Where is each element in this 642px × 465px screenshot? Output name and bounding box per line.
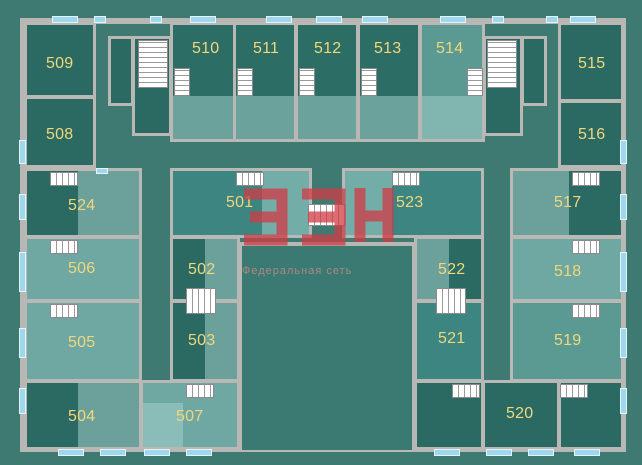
window (19, 252, 26, 292)
window (94, 16, 106, 23)
window (620, 252, 627, 292)
stair-right (487, 40, 517, 88)
window (546, 16, 558, 23)
balcony-shade-514 (422, 96, 482, 139)
stair-505 (50, 304, 78, 318)
stair-507 (186, 384, 214, 398)
balcony-shade-511 (236, 96, 294, 139)
stair-517 (572, 172, 600, 186)
room-label-518: 518 (554, 263, 582, 280)
stair-520b (560, 384, 588, 398)
stair-512 (299, 68, 315, 96)
window (528, 449, 554, 456)
window (186, 449, 212, 456)
window (96, 168, 108, 174)
stair-519 (572, 304, 600, 318)
window (150, 16, 162, 23)
window (620, 140, 627, 164)
room-label-502: 502 (188, 261, 216, 278)
outer-wall-left (20, 18, 26, 452)
room-label-506: 506 (68, 260, 96, 277)
room-label-505: 505 (68, 334, 96, 351)
courtyard (240, 244, 414, 450)
window (620, 194, 627, 220)
window (190, 16, 216, 23)
room-518[interactable] (510, 236, 624, 302)
window (620, 388, 627, 414)
room-label-503: 503 (188, 332, 216, 349)
room-label-517: 517 (554, 194, 582, 211)
room-label-523: 523 (396, 194, 424, 211)
stair-511 (237, 68, 253, 96)
window (52, 16, 78, 23)
window (486, 449, 512, 456)
window (492, 16, 504, 23)
room-label-509: 509 (46, 55, 74, 72)
window (362, 16, 388, 23)
stair-501 (236, 172, 264, 186)
stair-510 (174, 68, 190, 96)
courtyard-wall-right (412, 244, 416, 450)
window (440, 16, 466, 23)
stair-514 (467, 68, 483, 96)
lift-right (521, 36, 547, 106)
balcony-shade-513 (360, 96, 418, 139)
room-516[interactable] (558, 100, 624, 168)
window (58, 449, 84, 456)
room-label-510: 510 (192, 40, 220, 57)
room-label-521: 521 (438, 330, 466, 347)
lift-left (108, 36, 134, 106)
stair-left (138, 40, 168, 88)
room-label-519: 519 (554, 332, 582, 349)
stair-523 (392, 172, 420, 186)
window (100, 449, 126, 456)
room-label-520: 520 (506, 405, 534, 422)
balcony-shade-524 (78, 171, 139, 235)
room-label-511: 511 (253, 40, 280, 57)
stair-513 (361, 68, 377, 96)
window (266, 16, 292, 23)
watermark-logo (236, 186, 396, 248)
balcony-shade-517 (513, 171, 569, 235)
window (316, 16, 342, 23)
window (144, 449, 170, 456)
balcony-shade-510 (173, 96, 233, 139)
room-label-516: 516 (578, 126, 606, 143)
room-label-514: 514 (436, 40, 464, 57)
stair-502 (186, 288, 216, 314)
room-label-522: 522 (438, 261, 466, 278)
window (620, 328, 627, 358)
room-508[interactable] (24, 96, 96, 168)
stair-520a (452, 384, 480, 398)
window (570, 16, 596, 23)
window (19, 140, 26, 164)
courtyard-wall-left (238, 244, 242, 450)
room-label-508: 508 (46, 126, 74, 143)
watermark-caption: Федеральная сеть (242, 265, 353, 277)
room-label-512: 512 (314, 40, 342, 57)
balcony-shade-507 (143, 403, 183, 447)
window (434, 449, 460, 456)
window (574, 449, 600, 456)
room-506[interactable] (24, 236, 142, 302)
room-label-504: 504 (68, 408, 96, 425)
balcony-shade-503 (205, 303, 237, 379)
window (19, 388, 26, 414)
room-label-513: 513 (374, 40, 402, 57)
balcony-shade-504 (78, 383, 139, 447)
balcony-shade-512 (298, 96, 356, 139)
room-label-515: 515 (578, 55, 606, 72)
stair-524 (50, 172, 78, 186)
stair-518 (572, 240, 600, 254)
stair-521 (436, 288, 466, 314)
stair-506 (50, 240, 78, 254)
room-label-524: 524 (68, 197, 96, 214)
window (19, 194, 26, 220)
window (19, 328, 26, 358)
room-520[interactable] (482, 380, 560, 450)
room-label-507: 507 (176, 408, 204, 425)
